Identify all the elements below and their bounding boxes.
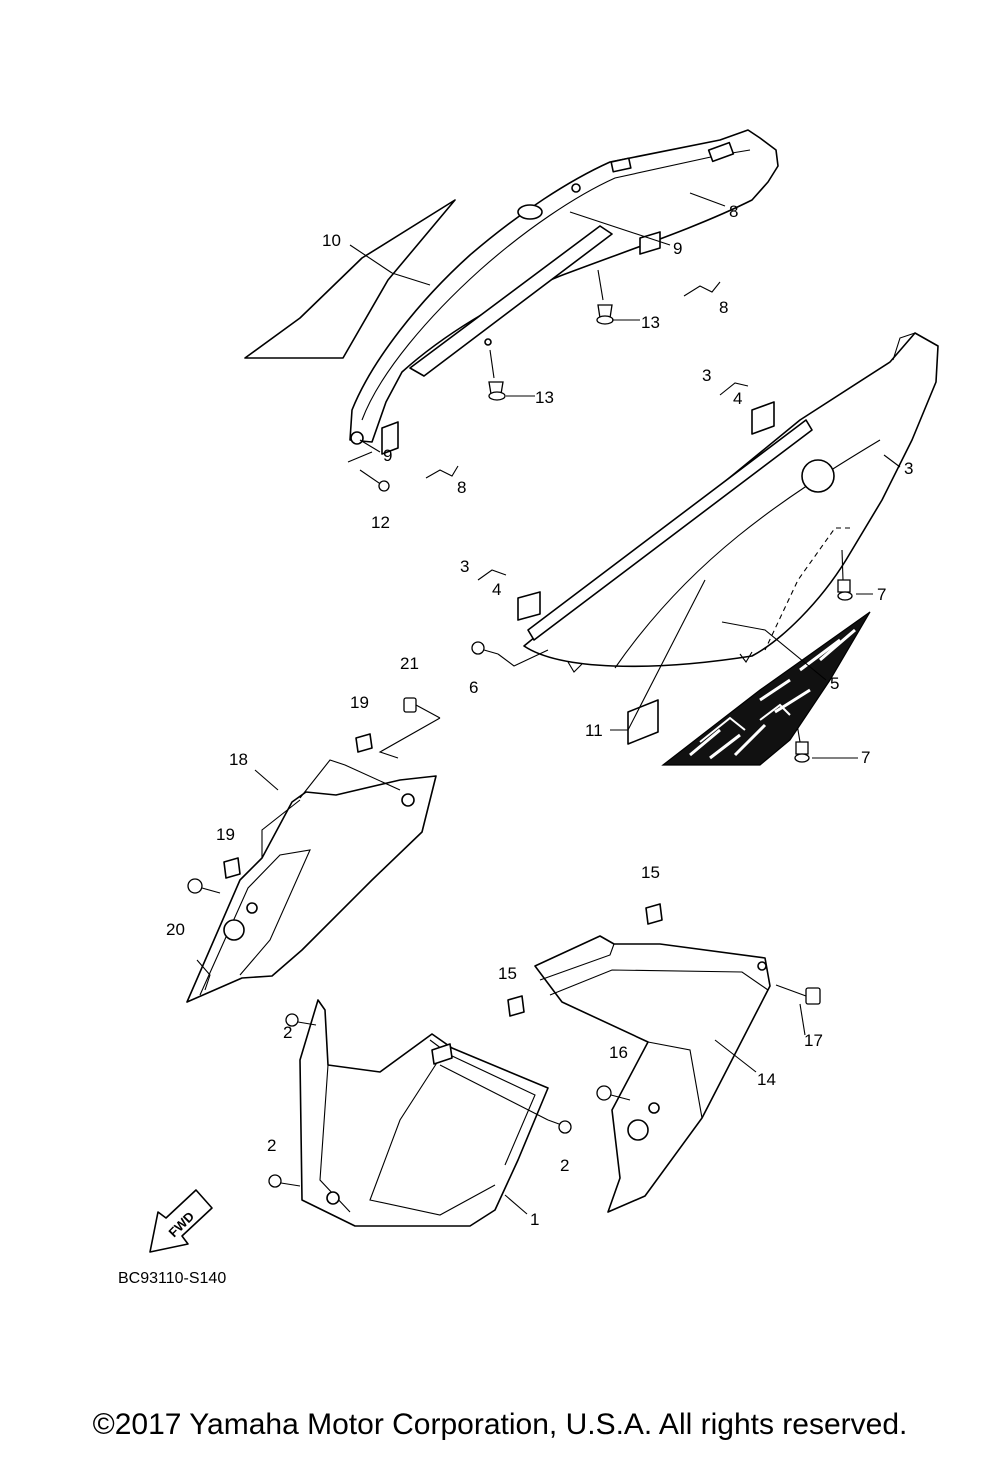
callout-17: 17 [804, 1031, 823, 1050]
clip-19-b [223, 857, 241, 879]
rivet-7-a [837, 549, 853, 601]
screw-2-b [268, 1174, 301, 1188]
callouts: 8 10 9 8 13 13 3 4 3 9 8 12 3 4 7 21 6 5… [166, 202, 913, 1229]
part-10-decal [244, 199, 456, 359]
part-11-label [627, 699, 659, 745]
callout-12: 12 [371, 513, 390, 532]
part-8-upper-cowl [349, 129, 779, 445]
callout-4: 4 [492, 580, 501, 599]
fwd-arrow-icon: FWD [149, 1189, 213, 1253]
callout-19: 19 [350, 693, 369, 712]
part-4-pad [517, 401, 775, 621]
callout-4: 4 [733, 389, 742, 408]
callout-21: 21 [400, 654, 419, 673]
callout-6: 6 [469, 678, 478, 697]
callout-8: 8 [719, 298, 728, 317]
screw-16 [596, 1085, 631, 1101]
screw-13-b [488, 349, 506, 401]
part-14-side-panel [534, 935, 771, 1213]
copyright-notice: ©2017 Yamaha Motor Corporation, U.S.A. A… [92, 1408, 908, 1441]
diagram-code: BC93110-S140 [118, 1270, 226, 1287]
part-5-decal [661, 611, 871, 766]
callout-3: 3 [702, 366, 711, 385]
screw-20 [187, 878, 221, 894]
callout-8: 8 [457, 478, 466, 497]
callout-2: 2 [283, 1023, 292, 1042]
callout-11: 11 [585, 721, 603, 740]
part-3-side-cover [523, 332, 939, 673]
bolt-21 [403, 697, 441, 719]
callout-1: 1 [530, 1210, 539, 1229]
callout-7: 7 [877, 585, 886, 604]
bolt-17 [775, 984, 821, 1005]
callout-9: 9 [383, 446, 392, 465]
callout-16: 16 [609, 1043, 628, 1062]
screw-6 [471, 641, 499, 655]
callout-15: 15 [641, 863, 660, 882]
callout-2: 2 [560, 1156, 569, 1175]
callout-15: 15 [498, 964, 517, 983]
part-18-bracket [186, 759, 437, 1003]
clip-15-a [645, 903, 663, 925]
callout-8: 8 [729, 202, 738, 221]
clip-19-a [355, 733, 373, 753]
screw-13-a [596, 269, 614, 325]
part-1-side-panel [299, 999, 549, 1227]
screw-2-c [547, 1119, 572, 1134]
callout-10: 10 [322, 231, 341, 250]
leader-lines [254, 192, 901, 1215]
screw-12 [359, 469, 390, 492]
callout-2: 2 [267, 1136, 276, 1155]
part-9-pad [381, 231, 661, 455]
callout-9: 9 [673, 239, 682, 258]
clip-15-b [507, 995, 525, 1017]
callout-7: 7 [861, 748, 870, 767]
callout-18: 18 [229, 750, 248, 769]
callout-5: 5 [830, 674, 839, 693]
callout-3: 3 [460, 557, 469, 576]
rivet-7-b [792, 699, 810, 763]
screw-2-a [285, 1013, 317, 1027]
callout-13: 13 [641, 313, 660, 332]
callout-20: 20 [166, 920, 185, 939]
callout-14: 14 [757, 1070, 776, 1089]
callout-19: 19 [216, 825, 235, 844]
callout-13: 13 [535, 388, 554, 407]
callout-3: 3 [904, 459, 913, 478]
